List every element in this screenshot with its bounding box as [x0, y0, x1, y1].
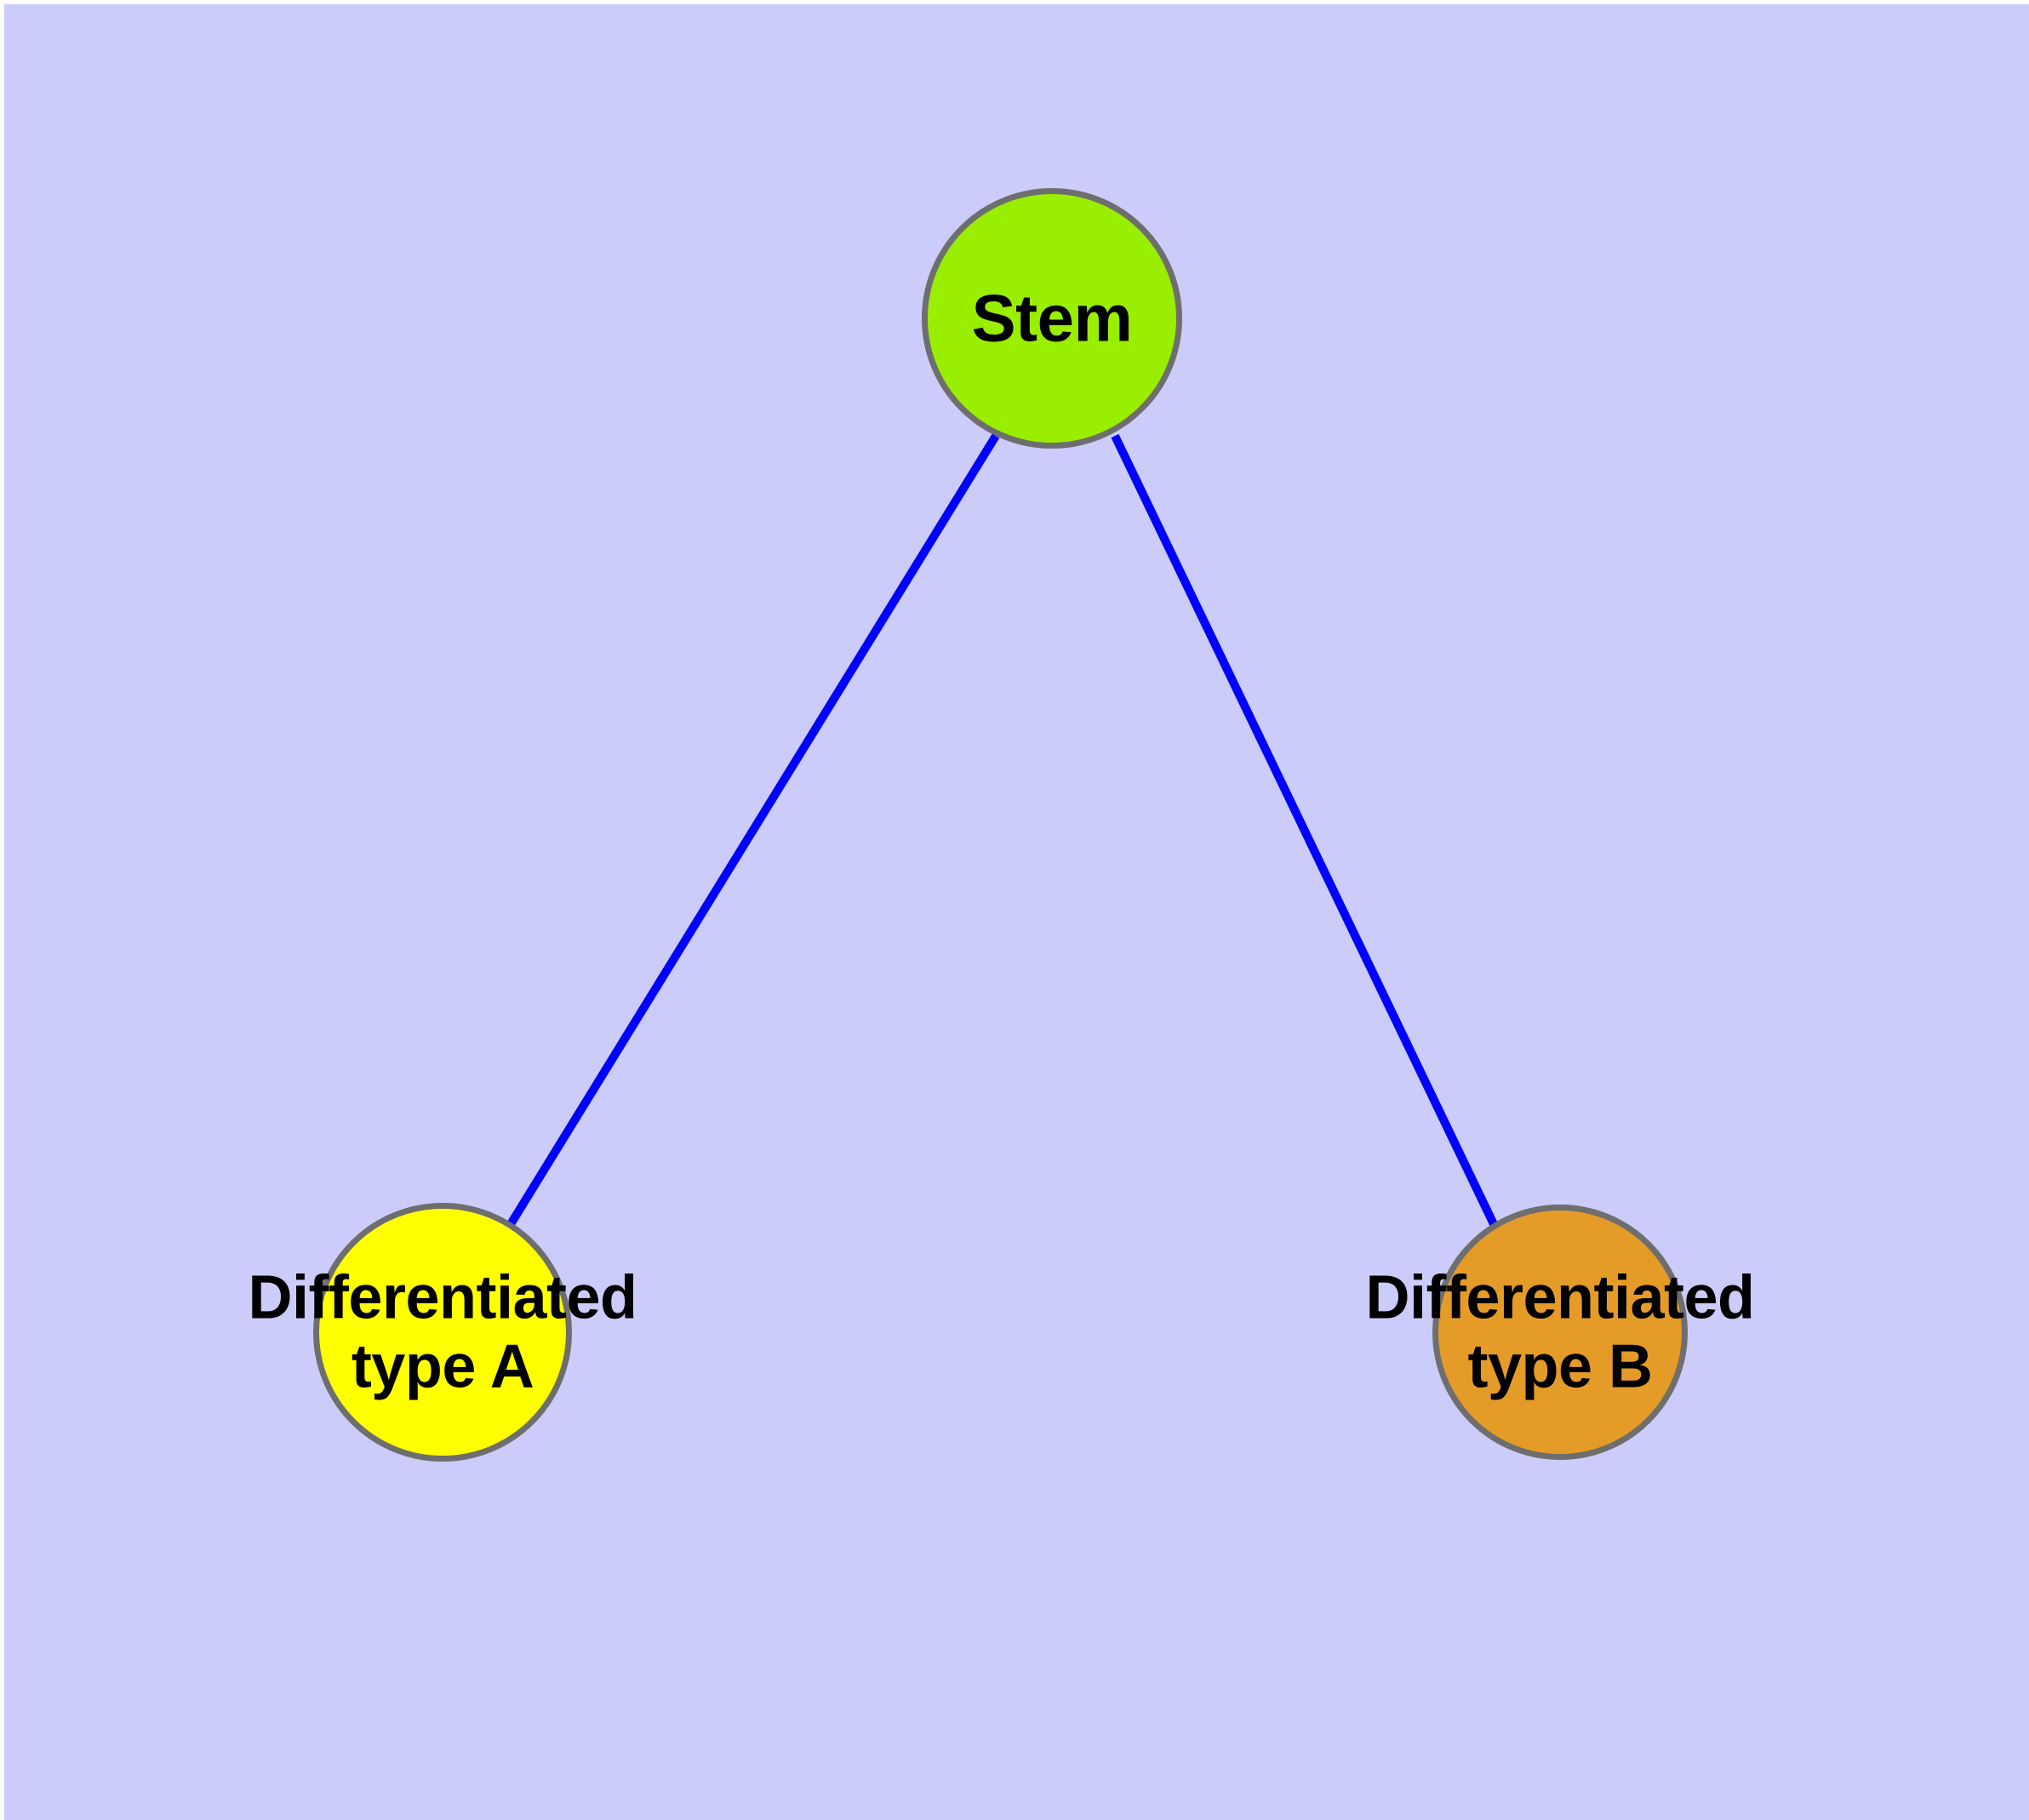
node-differentiated-type-a-circle[interactable]: [313, 1203, 572, 1462]
node-stem-circle[interactable]: [922, 188, 1182, 449]
node-stem[interactable]: Stem: [922, 188, 1182, 449]
node-differentiated-type-b-circle[interactable]: [1432, 1205, 1688, 1460]
edge-stem-to-differentiated-type-b: [1111, 433, 1498, 1227]
edge-stem-to-differentiated-type-a: [506, 433, 1000, 1227]
